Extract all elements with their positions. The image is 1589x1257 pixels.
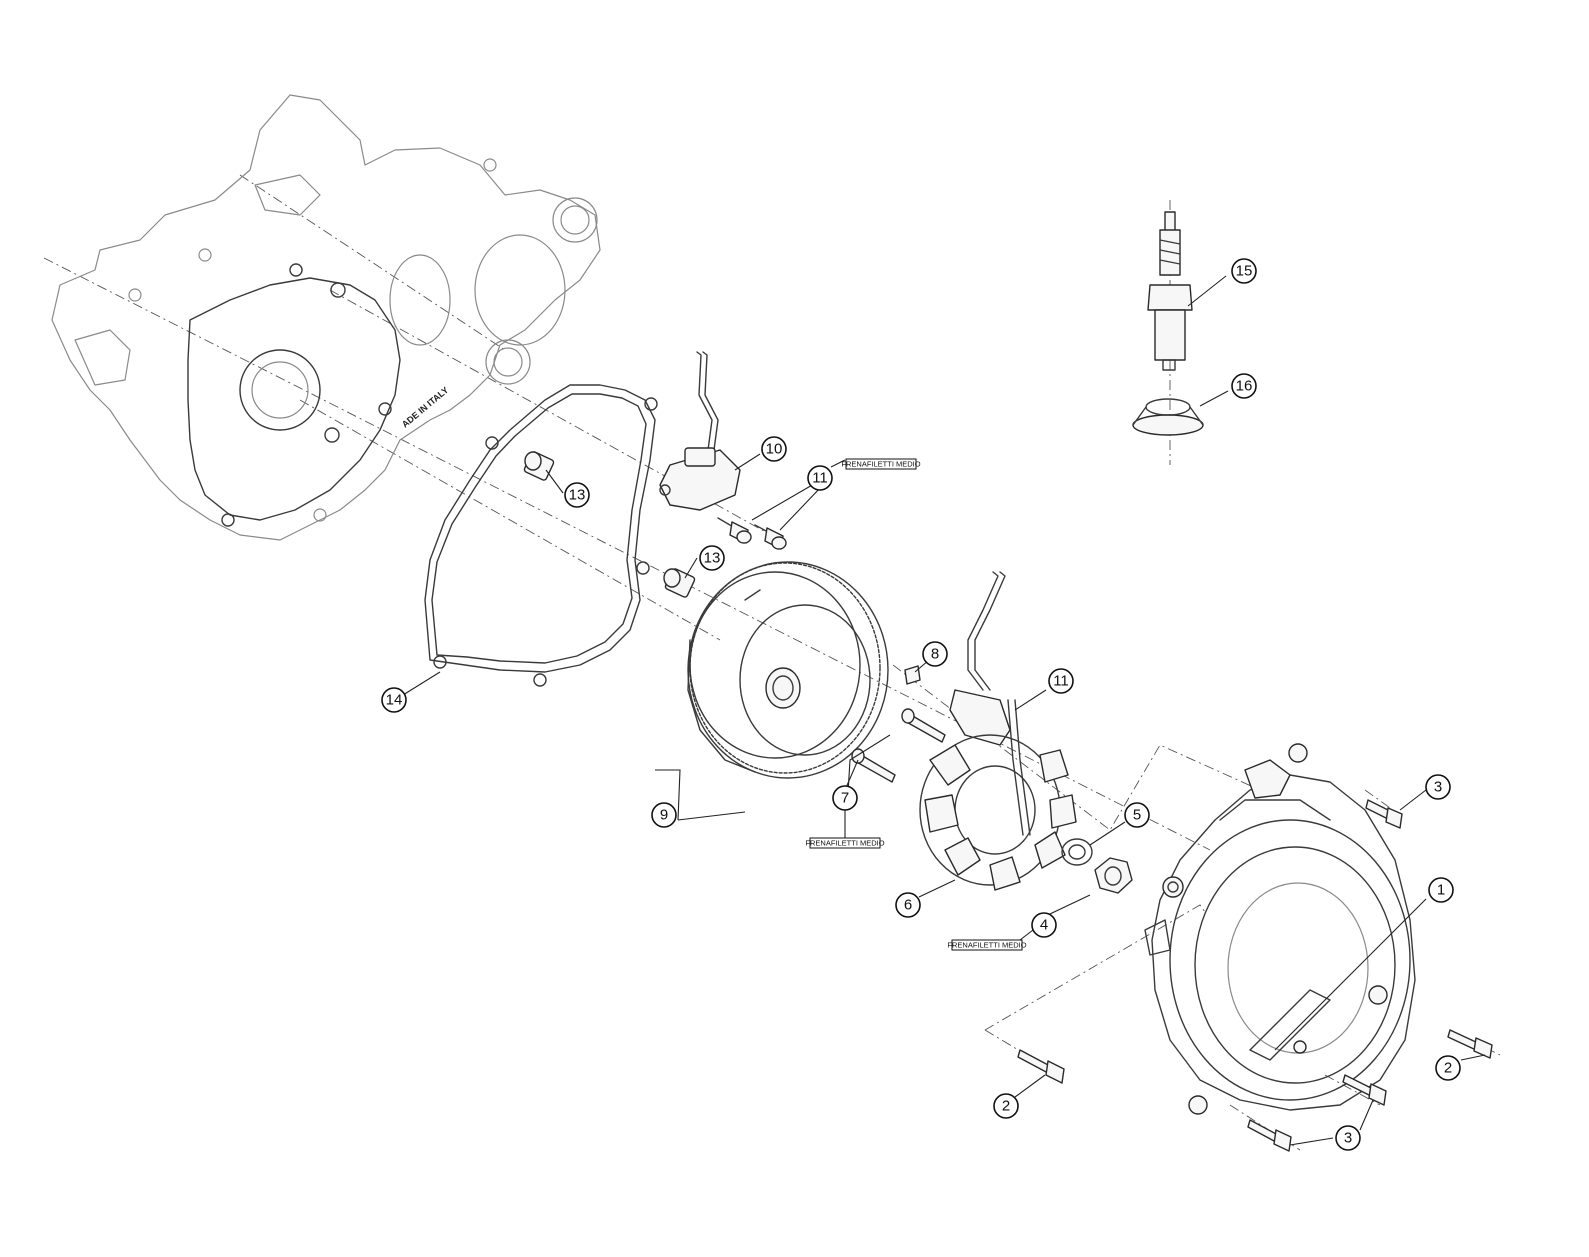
callout-2-right[interactable]: 2 xyxy=(1435,1055,1461,1081)
callout-label: 10 xyxy=(766,441,783,458)
callout-label: 9 xyxy=(660,807,668,824)
callout-5[interactable]: 5 xyxy=(1124,802,1150,828)
sensor-screws xyxy=(717,517,787,550)
callout-12[interactable]: 10 xyxy=(761,436,787,462)
spark-plug xyxy=(1147,211,1193,371)
dowel-pin-upper xyxy=(523,451,555,481)
callout-label: 3 xyxy=(1344,1130,1352,1147)
stator-screws xyxy=(851,708,946,783)
callout-9[interactable]: 9 xyxy=(651,802,677,828)
washer xyxy=(1061,838,1093,866)
callout-13-lower[interactable]: 13 xyxy=(699,545,725,571)
callout-4[interactable]: 4 xyxy=(1031,912,1057,938)
threadlock-note-11: FRENAFILETTI MEDIO xyxy=(841,458,921,470)
callout-1[interactable]: 1 xyxy=(1428,877,1454,903)
callout-14[interactable]: 14 xyxy=(381,687,407,713)
callout-label: 13 xyxy=(704,550,721,567)
callout-label: 14 xyxy=(386,692,403,709)
callout-7[interactable]: 7 xyxy=(832,785,858,811)
ignition-cover xyxy=(1144,743,1416,1115)
flywheel-nut xyxy=(1094,857,1133,894)
cover-gasket xyxy=(424,384,658,687)
callout-label: 4 xyxy=(1040,917,1048,934)
callout-label: 6 xyxy=(904,897,912,914)
flywheel-rotor xyxy=(687,561,889,779)
pickup-sensor xyxy=(659,351,741,511)
callout-label: 7 xyxy=(841,790,849,807)
callout-label: 2 xyxy=(1444,1060,1452,1077)
callout-3-lower[interactable]: 3 xyxy=(1335,1125,1361,1151)
callout-label: 13 xyxy=(569,487,586,504)
stator-coil xyxy=(919,571,1077,891)
leader-lines xyxy=(402,275,1486,1146)
callout-label: 1 xyxy=(1437,882,1445,899)
callout-10[interactable]: 11 xyxy=(1048,668,1074,694)
assembly-axis-lines xyxy=(43,174,1501,1151)
callout-13-upper[interactable]: 13 xyxy=(564,482,590,508)
threadlock-note-4: FRENAFILETTI MEDIO xyxy=(947,939,1027,951)
crankcase-half: ADE IN ITALY xyxy=(51,94,601,541)
callout-label: 8 xyxy=(931,646,939,663)
callout-label: 11 xyxy=(1053,673,1069,690)
dowel-pin-lower xyxy=(663,568,696,598)
callout-11[interactable]: 11 xyxy=(807,465,833,491)
callout-label: 2 xyxy=(1002,1098,1010,1115)
callout-label: 5 xyxy=(1133,807,1141,824)
note-text: FRENAFILETTI MEDIO xyxy=(841,460,920,469)
spark-plug-seal xyxy=(1132,398,1204,436)
threadlock-note-7: FRENAFILETTI MEDIO xyxy=(805,837,885,849)
callout-label: 3 xyxy=(1434,779,1442,796)
callout-6[interactable]: 6 xyxy=(895,892,921,918)
callout-label: 15 xyxy=(1236,263,1253,280)
cover-bolts xyxy=(1017,799,1493,1152)
callout-15[interactable]: 15 xyxy=(1231,258,1257,284)
woodruff-key xyxy=(904,665,921,685)
callout-16[interactable]: 16 xyxy=(1231,373,1257,399)
callout-label: 11 xyxy=(812,470,828,487)
callout-label: 16 xyxy=(1236,378,1253,395)
callout-2-left[interactable]: 2 xyxy=(993,1093,1019,1119)
callout-8[interactable]: 8 xyxy=(922,641,948,667)
callout-3-upper[interactable]: 3 xyxy=(1425,774,1451,800)
note-text: FRENAFILETTI MEDIO xyxy=(947,941,1026,950)
note-text: FRENAFILETTI MEDIO xyxy=(805,839,884,848)
